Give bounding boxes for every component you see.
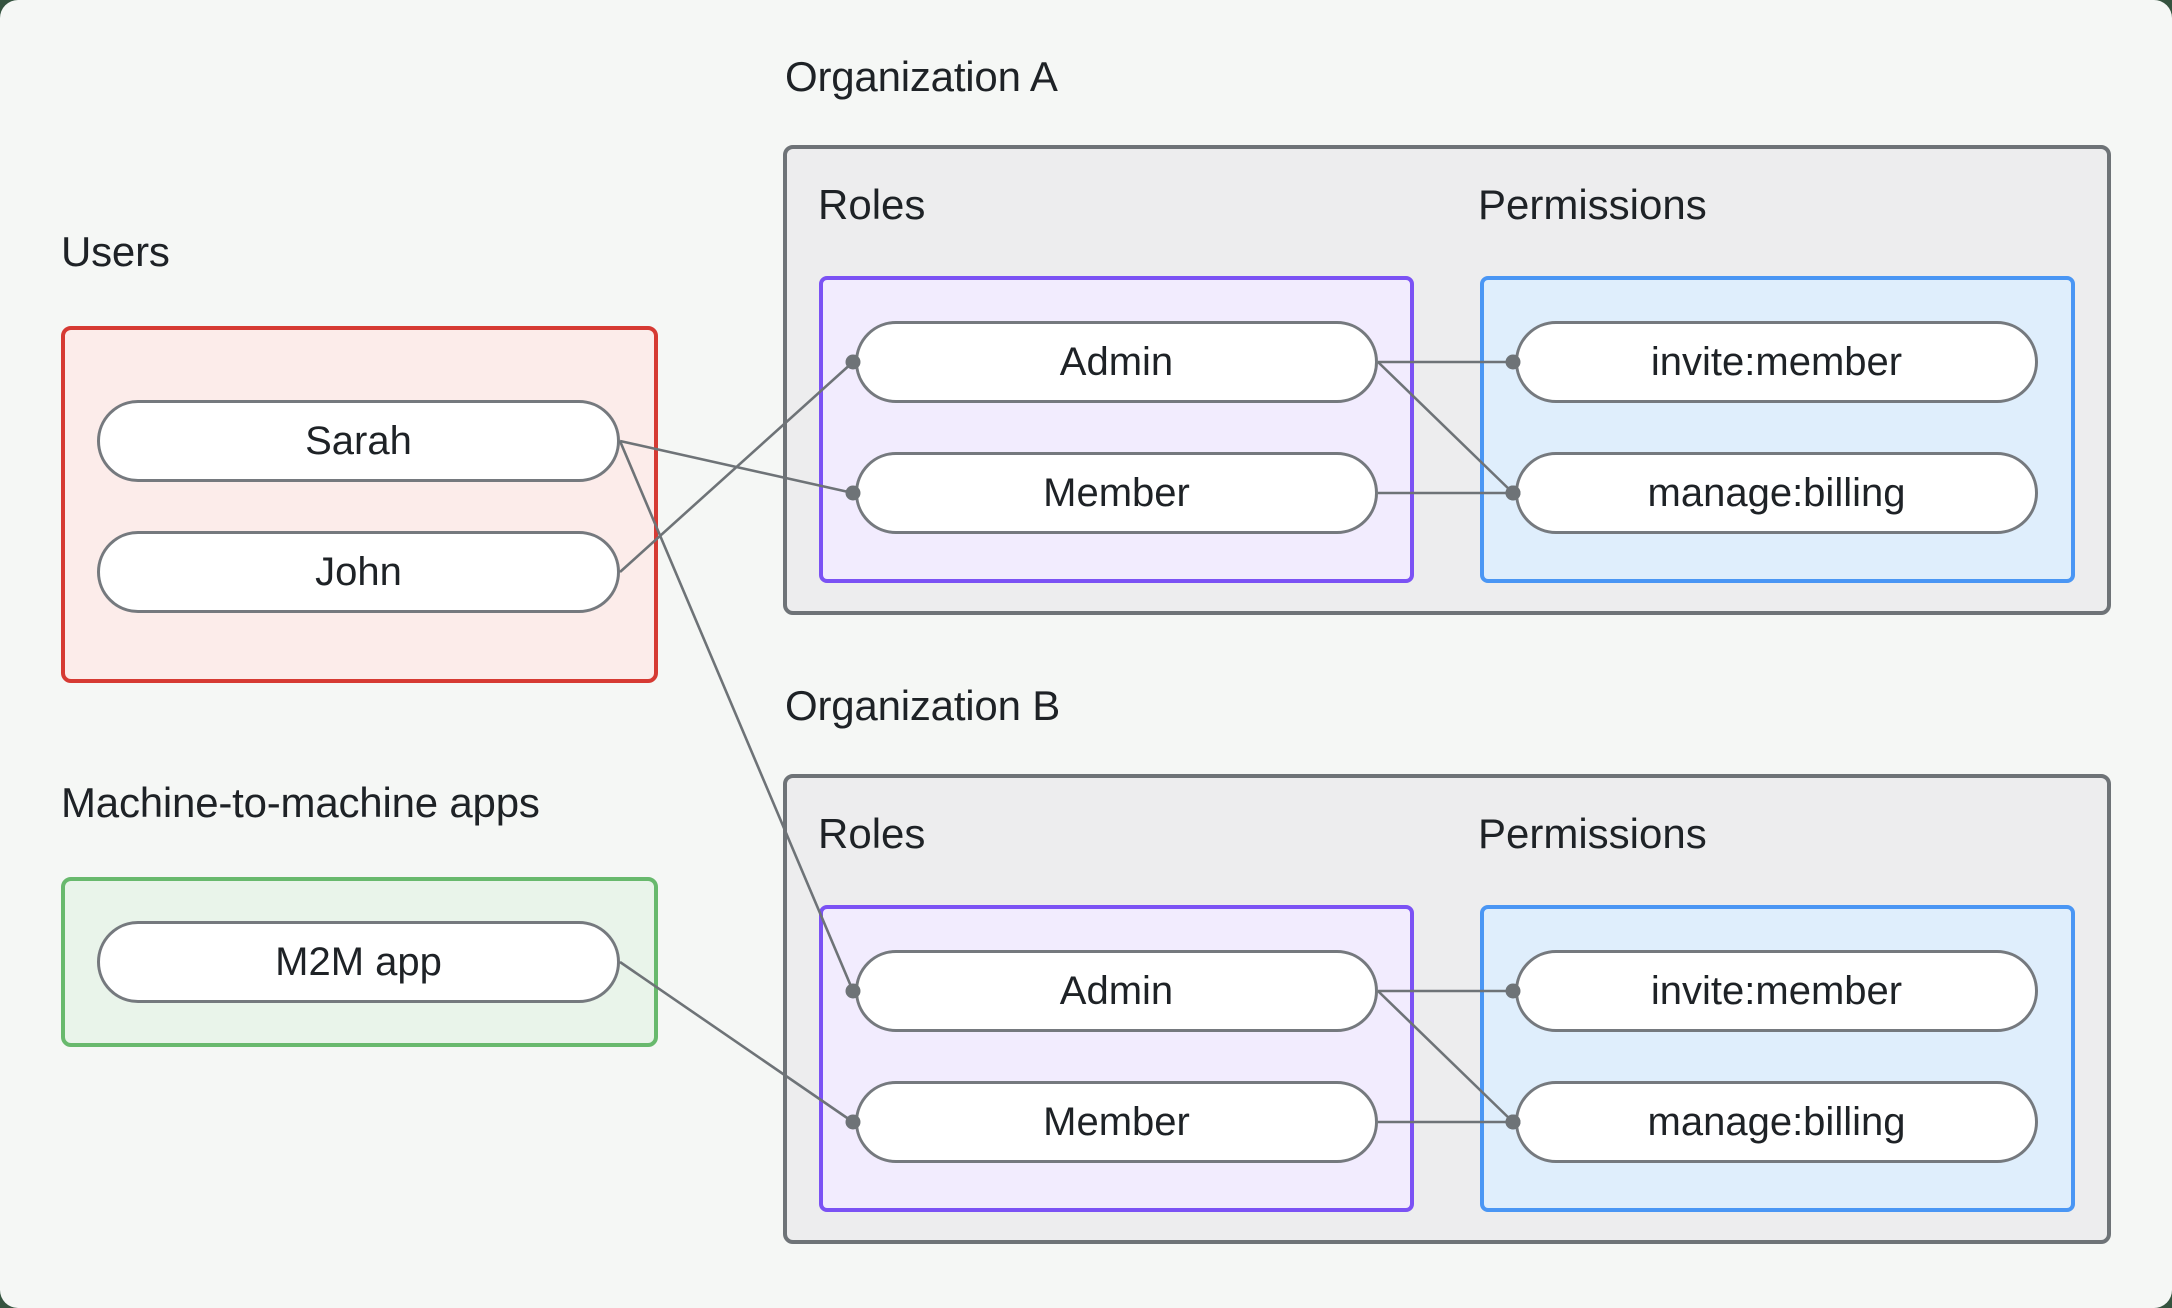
role-node-label: Admin (1059, 339, 1174, 384)
permission-node-label: manage:billing (1647, 1099, 1906, 1144)
org-b-permissions-label: Permissions (1478, 810, 1707, 857)
role-node-label: Admin (1059, 968, 1174, 1013)
m2m-app-node: M2M app (97, 921, 620, 1003)
org-a-permission-invite-member: invite:member (1515, 321, 2038, 403)
org-b-label: Organization B (785, 682, 1061, 729)
org-a-permission-manage-billing: manage:billing (1515, 452, 2038, 534)
org-b-roles-label: Roles (818, 810, 926, 857)
org-a-box: Roles Permissions Admin Member invite:me… (783, 145, 2111, 615)
users-group-box: Sarah John (61, 326, 658, 683)
permission-node-label: invite:member (1650, 968, 1903, 1013)
org-a-role-admin: Admin (855, 321, 1378, 403)
org-b-permission-manage-billing: manage:billing (1515, 1081, 2038, 1163)
m2m-group-label: Machine-to-machine apps (61, 779, 540, 826)
role-node-label: Member (1043, 470, 1190, 515)
org-b-permissions-box: invite:member manage:billing (1480, 905, 2075, 1212)
user-node-label: Sarah (305, 418, 412, 463)
org-b-role-member: Member (855, 1081, 1378, 1163)
user-node-label: John (315, 549, 402, 594)
org-a-permissions-box: invite:member manage:billing (1480, 276, 2075, 583)
org-b-permission-invite-member: invite:member (1515, 950, 2038, 1032)
org-b-role-admin: Admin (855, 950, 1378, 1032)
org-b-roles-box: Admin Member (819, 905, 1414, 1212)
org-a-roles-box: Admin Member (819, 276, 1414, 583)
org-a-role-member: Member (855, 452, 1378, 534)
role-node-label: Member (1043, 1099, 1190, 1144)
org-a-label: Organization A (785, 53, 1058, 100)
org-a-roles-label: Roles (818, 181, 926, 228)
m2m-node-label: M2M app (275, 939, 442, 984)
user-node-sarah: Sarah (97, 400, 620, 482)
users-group-label: Users (61, 228, 170, 275)
user-node-john: John (97, 531, 620, 613)
permission-node-label: manage:billing (1647, 470, 1906, 515)
org-b-box: Roles Permissions Admin Member invite:me… (783, 774, 2111, 1244)
m2m-group-box: M2M app (61, 877, 658, 1047)
permission-node-label: invite:member (1650, 339, 1903, 384)
org-a-permissions-label: Permissions (1478, 181, 1707, 228)
